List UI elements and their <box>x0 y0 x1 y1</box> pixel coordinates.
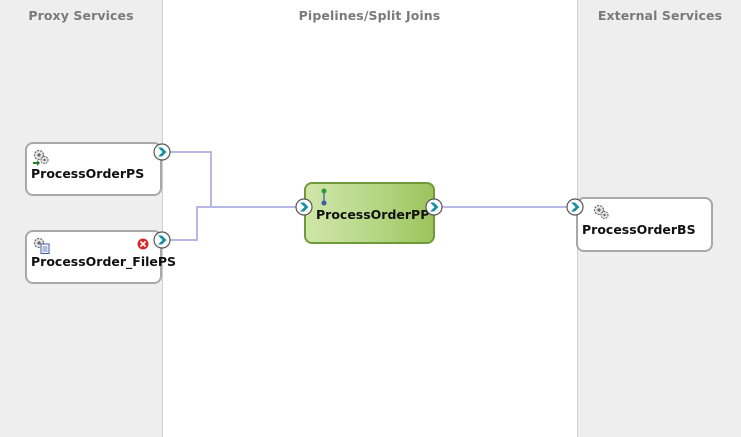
business-input-port-icon[interactable] <box>566 198 584 216</box>
wire-proxy1-to-pipeline[interactable] <box>170 151 298 208</box>
pipeline-node-processorderpp[interactable]: ProcessOrderPP <box>304 182 435 244</box>
proxy-services-title: Proxy Services <box>28 8 134 23</box>
gear-service-icon <box>33 149 49 166</box>
gear-service-icon <box>593 204 609 220</box>
proxy1-output-port-icon[interactable] <box>153 143 171 161</box>
wire-proxy2-to-pipeline[interactable] <box>170 206 298 241</box>
proxy-services-lane: Proxy Services <box>0 0 163 437</box>
proxy-service-node-processorderps[interactable]: ProcessOrderPS <box>25 142 162 196</box>
pipeline-output-port-icon[interactable] <box>425 198 443 216</box>
pipeline-input-port-icon[interactable] <box>295 198 313 216</box>
pipeline-flow-icon <box>321 188 327 206</box>
proxy2-output-port-icon[interactable] <box>153 231 171 249</box>
business-service-node-processorderbs[interactable]: ProcessOrderBS <box>576 197 713 252</box>
error-icon[interactable] <box>137 238 149 250</box>
proxy-service-label: ProcessOrder_FilePS <box>31 254 177 269</box>
proxy-service-label: ProcessOrderPS <box>31 166 145 181</box>
proxy-service-node-processorder-fileps[interactable]: ProcessOrder_FilePS <box>25 230 176 284</box>
business-service-label: ProcessOrderBS <box>582 222 696 237</box>
pipelines-title: Pipelines/Split Joins <box>298 8 441 23</box>
external-services-title: External Services <box>597 8 723 23</box>
gear-file-service-icon <box>33 237 50 254</box>
pipeline-label: ProcessOrderPP <box>316 207 430 222</box>
